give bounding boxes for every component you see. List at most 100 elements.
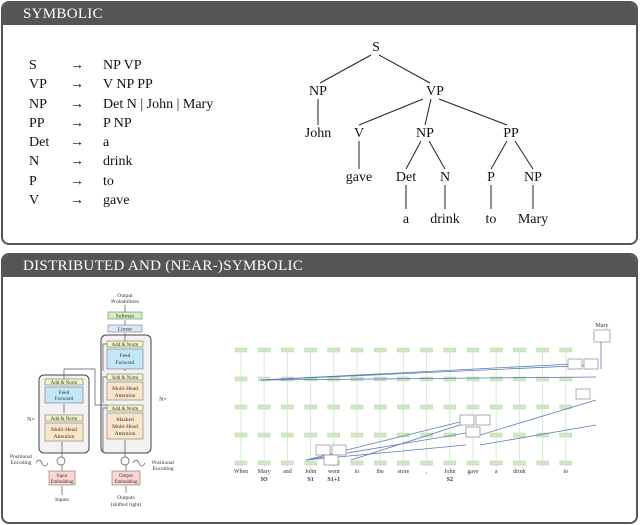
residual-node [443,404,457,410]
residual-node [443,347,457,353]
multi-head-attention-block [44,422,84,442]
circuit-token-label: Mary [258,469,271,475]
outputs-label: Outputs [117,495,134,501]
residual-node [304,347,317,353]
rule-arrow: → [70,193,84,209]
residual-node [327,404,341,410]
rule-arrow: → [70,77,84,93]
tree-node-np: NP [309,84,327,99]
residual-node [234,432,248,438]
residual-node [536,404,549,410]
circuit-token-label: to [355,469,360,475]
circuit-token-sublabel: S1+1 [327,477,340,483]
rule-lhs: N [29,154,40,170]
add-norm-label: Add & Norm [51,417,78,422]
attention-head-box [315,444,331,456]
attention-head-box [567,358,583,370]
transformer-diagram: Output Probabilities Softmax Linear Add … [10,293,174,508]
residual-node [397,404,410,410]
feed-forward-block [44,386,84,404]
circuit-token-sublabel: S1 [307,477,313,483]
attention-heads [315,329,611,466]
residual-node [281,347,294,353]
tree-leaf-a: a [403,212,410,227]
circuit-edges [260,335,602,461]
output-token-label: Mary [596,323,609,329]
tree-node-n: N [440,170,450,185]
residual-node [258,347,271,353]
sine-wave-icon [132,459,146,467]
rule-lhs: PP [29,115,45,131]
residual-node [443,460,457,466]
rule-lhs: V [29,193,40,209]
circuit-token-label: John [305,469,316,475]
rule-rhs: drink [103,154,133,170]
residual-node [420,404,433,410]
residual-node [327,432,341,438]
rule-rhs: P NP [103,115,132,131]
rule-rhs: V NP PP [103,77,153,93]
tree-leaf-gave: gave [346,170,372,185]
tree-leaf-john: John [305,126,331,141]
residual-node [304,404,317,410]
distributed-panel: DISTRIBUTED AND (NEAR-)SYMBOLIC Output P… [1,253,638,524]
circuit-token-label: gave [467,469,479,475]
residual-node [373,432,387,438]
multi-head-label: Attention [115,393,136,399]
residual-node [327,347,341,353]
residual-node [258,460,271,466]
tree-node-v: V [354,126,364,141]
residual-node [281,460,294,466]
residual-node [513,404,526,410]
circuit-token-label: to [563,469,568,475]
residual-node [466,376,480,382]
sine-wave-icon [35,459,49,467]
rule-arrow: → [70,135,84,151]
rule-lhs: VP [29,77,47,93]
outputs-label: (shifted right) [111,501,142,508]
output-embedding-label: Embedding [114,480,138,485]
rule-rhs: to [103,173,114,189]
residual-node [513,347,526,353]
add-norm-label: Add & Norm [112,376,139,381]
residual-node [559,432,572,438]
rule-rhs: a [103,135,110,151]
residual-node [234,347,248,353]
add-norm-block [44,414,84,422]
tree-leaf-drink: drink [430,212,460,227]
residual-node [258,376,271,382]
positional-encoding-label: Positional [10,454,32,460]
residual-node [490,376,503,382]
residual-node [466,347,480,353]
rule-rhs: Det N | John | Mary [103,96,214,112]
multi-head-attention-block [106,381,144,401]
feed-forward-label: Feed [59,390,70,396]
rule-rhs: gave [103,193,130,209]
residual-node [304,432,317,438]
residual-node [258,404,271,410]
output-probabilities-label: Probabilities [111,299,139,305]
residual-node [536,376,549,382]
feed-forward-block [106,348,144,370]
distributed-panel-title: DISTRIBUTED AND (NEAR-)SYMBOLIC [3,255,636,277]
add-norm-label: Add & Norm [51,381,78,386]
rule-arrow: → [70,154,84,170]
attention-head-box [465,426,481,438]
circuit-token-label: went [328,469,340,475]
feed-forward-label: Feed [120,353,131,359]
circuit-token-sublabel: IO [261,477,268,483]
residual-node [466,404,480,410]
decoder-nx-label: N× [159,397,167,403]
residual-node [559,347,572,353]
tree-node-np: NP [416,126,434,141]
input-embedding-label: Input [57,474,68,479]
residual-node [234,376,248,382]
residual-node [258,432,271,438]
residual-node [373,404,387,410]
multi-head-label: Attention [54,434,75,440]
tree-node-p: P [487,170,495,185]
residual-node [513,460,526,466]
residual-node [420,347,433,353]
rule-lhs: NP [29,96,47,112]
residual-node [397,432,410,438]
